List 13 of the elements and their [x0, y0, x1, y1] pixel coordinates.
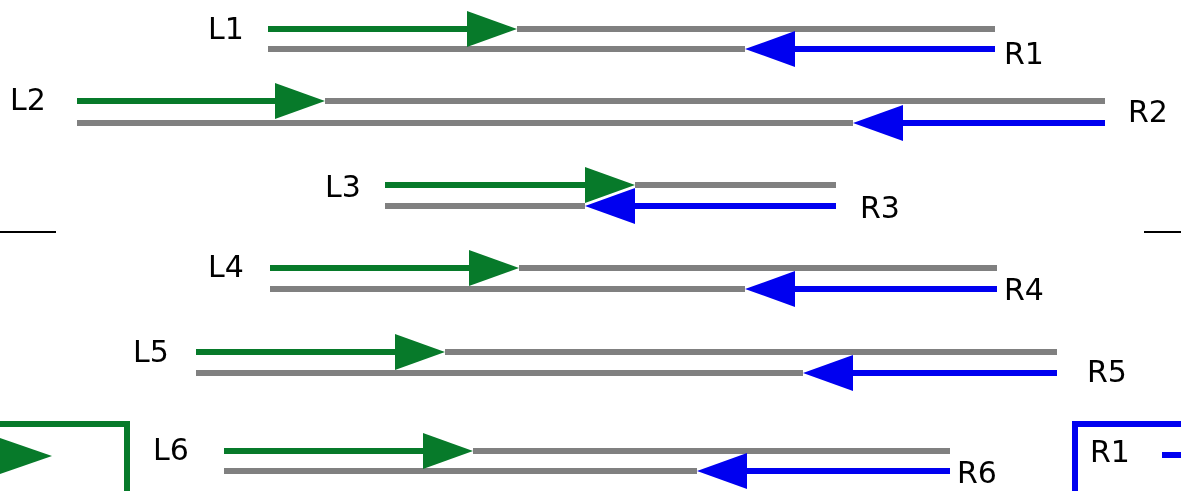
track-label: R1	[1004, 37, 1044, 71]
track-label: R5	[1087, 355, 1127, 389]
track-label: R6	[957, 456, 997, 490]
track-label: L4	[208, 250, 244, 284]
track-label: L5	[133, 335, 169, 369]
track-label: R4	[1004, 273, 1044, 307]
track-label: R2	[1128, 95, 1168, 129]
track-label: L1	[208, 12, 244, 46]
track-label: R1	[1090, 435, 1130, 469]
track-label: R3	[860, 191, 900, 225]
track-label: L3	[325, 170, 361, 204]
track-label: L2	[10, 83, 46, 117]
track-label: L6	[153, 433, 189, 467]
